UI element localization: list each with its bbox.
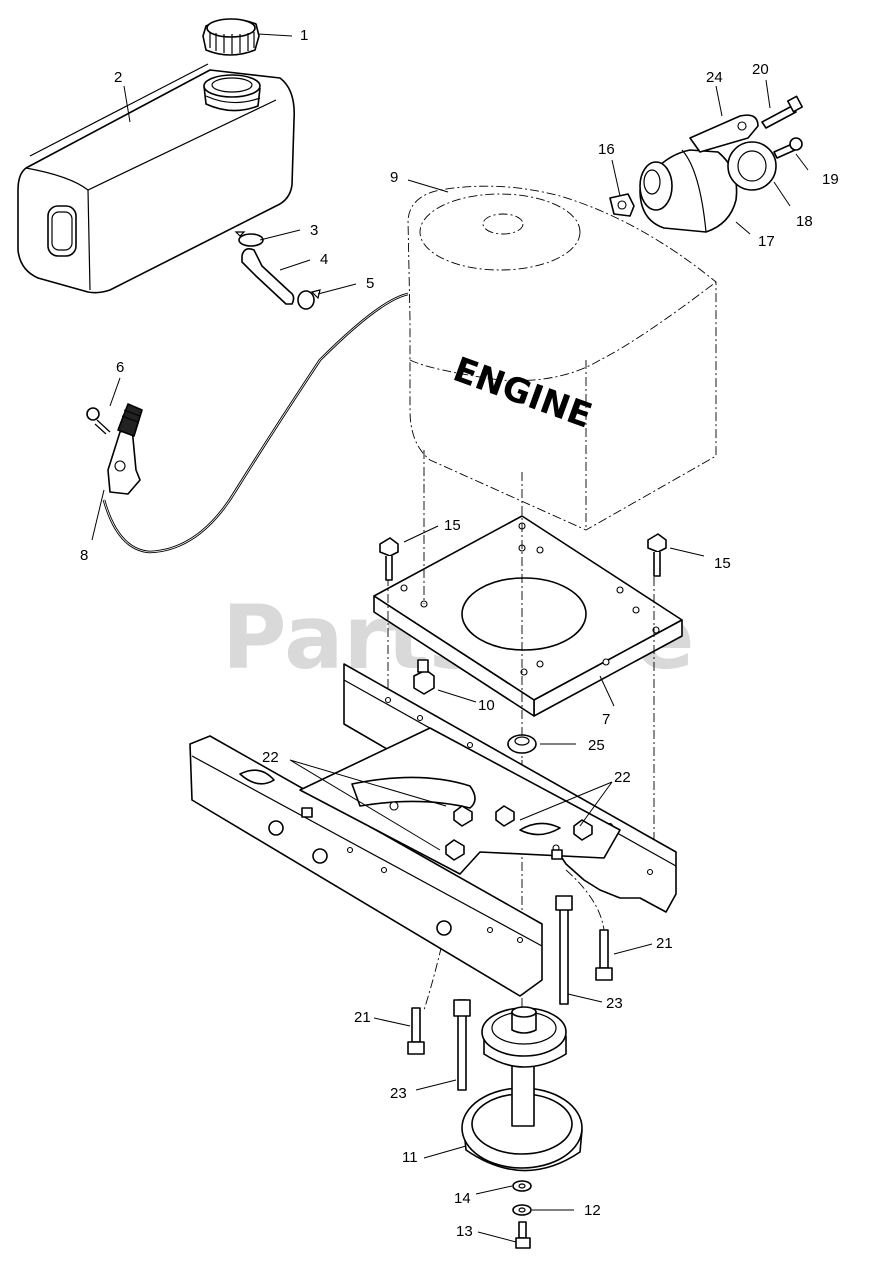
bolt-right-lower[interactable]	[595, 929, 613, 981]
callout-11: 11	[402, 1149, 418, 1166]
callout-4: 4	[320, 251, 328, 268]
muffler-gasket[interactable]	[609, 193, 635, 217]
callout-labels: 1 2 3 4 5 6 7 8 9 10 11 12 13 14 15 15 1…	[80, 27, 839, 1240]
callout-14: 14	[454, 1190, 471, 1207]
callout-12: 12	[584, 1202, 601, 1219]
engine-pulley[interactable]	[461, 1006, 583, 1172]
engine-bolt-right[interactable]	[647, 533, 667, 577]
throttle-screw[interactable]	[86, 407, 111, 435]
deck-nuts[interactable]	[445, 805, 593, 861]
callout-24: 24	[706, 69, 723, 86]
engine-block[interactable]: ENGINE	[407, 185, 717, 531]
callout-18: 18	[796, 213, 813, 230]
pulley-spacer[interactable]	[507, 734, 537, 754]
muffler-screen-ring[interactable]	[727, 141, 777, 191]
callout-16: 16	[598, 141, 615, 158]
callout-15-left: 15	[444, 517, 461, 534]
callout-5: 5	[366, 275, 374, 292]
engine-label: ENGINE	[448, 350, 597, 437]
callout-1: 1	[300, 27, 308, 44]
engine-bolt-left[interactable]	[379, 537, 399, 581]
leader-lines	[91, 33, 809, 1243]
fuel-tank[interactable]	[17, 63, 296, 294]
callout-3: 3	[310, 222, 318, 239]
callout-6: 6	[116, 359, 124, 376]
callout-13: 13	[456, 1223, 473, 1240]
callout-15-right: 15	[714, 555, 731, 572]
throttle-control-lever[interactable]	[107, 403, 143, 495]
frame-rail-front[interactable]	[189, 735, 543, 997]
callout-21-left: 21	[354, 1009, 371, 1026]
muffler-bolt[interactable]	[761, 95, 804, 129]
pulley-bolt[interactable]	[515, 1221, 531, 1249]
callout-10: 10	[478, 697, 495, 714]
hose-clamp-lower[interactable]	[297, 289, 321, 310]
throttle-cable[interactable]	[102, 292, 409, 554]
callout-22-right: 22	[614, 769, 631, 786]
fuel-line-hose[interactable]	[241, 248, 295, 305]
callout-23-left: 23	[390, 1085, 407, 1102]
callout-8: 8	[80, 547, 88, 564]
hose-clamp-upper[interactable]	[234, 231, 264, 247]
callout-9: 9	[390, 169, 398, 186]
engine-deck-plate[interactable]	[299, 727, 621, 875]
callout-19: 19	[822, 171, 839, 188]
callout-7: 7	[602, 711, 610, 728]
callout-21-right: 21	[656, 935, 673, 952]
engine-mount-plate[interactable]	[373, 515, 683, 717]
bolt-left-lower[interactable]	[407, 1007, 425, 1055]
callout-20: 20	[752, 61, 769, 78]
stud-right[interactable]	[555, 895, 573, 1005]
muffler[interactable]	[639, 149, 738, 233]
callout-17: 17	[758, 233, 775, 250]
plate-bolt[interactable]	[413, 659, 435, 695]
muffler-guard[interactable]	[689, 114, 759, 153]
muffler-screw[interactable]	[773, 137, 803, 159]
stud-left[interactable]	[453, 999, 471, 1091]
washer-upper[interactable]	[512, 1180, 532, 1192]
callout-25: 25	[588, 737, 605, 754]
callout-2: 2	[114, 69, 122, 86]
washer-lower[interactable]	[512, 1204, 532, 1216]
callout-22-left: 22	[262, 749, 279, 766]
fuel-cap[interactable]	[202, 18, 260, 56]
callout-23-right: 23	[606, 995, 623, 1012]
